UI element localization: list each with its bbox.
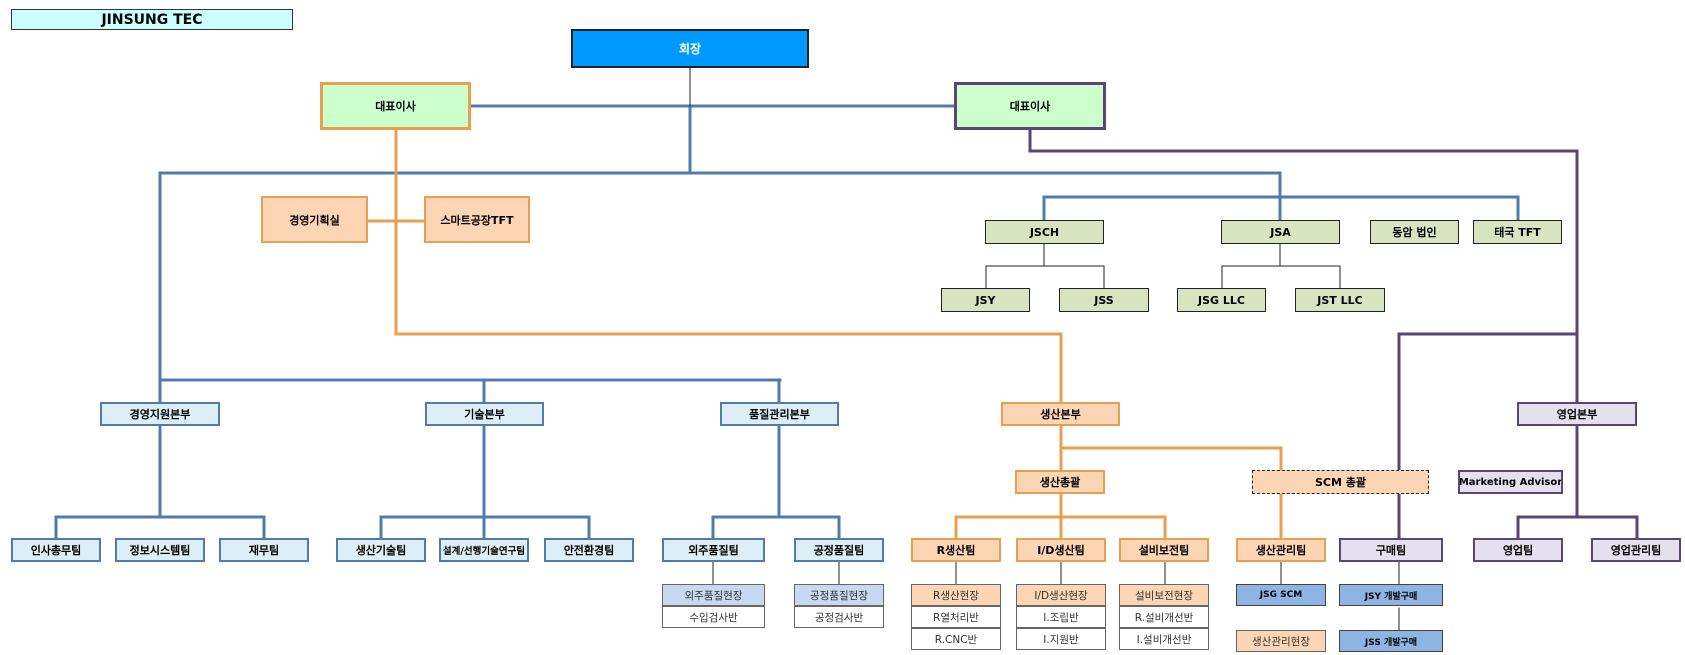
jss-dev-purchase-box: JSS 개발구매 <box>1339 630 1443 652</box>
jsg-llc-box: JSG LLC <box>1177 288 1266 312</box>
line-ceo-left-trunk <box>394 128 1063 404</box>
jss-box: JSS <box>1059 288 1149 312</box>
marketing-advisor-box: Marketing Advisor <box>1458 470 1563 494</box>
info-sys-team-box: 정보시스템팀 <box>115 538 205 562</box>
finance-team-box: 재무팀 <box>219 538 309 562</box>
line-jsch-children <box>985 243 1105 289</box>
line-prod-scm-bar <box>1059 446 1283 472</box>
id-support-box: I.지원반 <box>1016 628 1106 650</box>
outsource-quality-team-box: 외주품질팀 <box>662 538 765 562</box>
mgmt-planning-box: 경영기획실 <box>261 196 368 243</box>
ceo-right-box: 대표이사 <box>954 82 1106 130</box>
hr-team-box: 인사총무팀 <box>11 538 101 562</box>
r-cnc-box: R.CNC반 <box>911 628 1001 650</box>
tech-hq-box: 기술본부 <box>425 402 544 426</box>
id-assembly-box: I.조립반 <box>1016 606 1106 628</box>
design-team-box: 설계/선행기술연구팀 <box>439 538 529 562</box>
ceo-left-box: 대표이사 <box>320 82 471 130</box>
jst-llc-box: JST LLC <box>1295 288 1385 312</box>
jsy-box: JSY <box>941 288 1030 312</box>
prod-tech-team-box: 생산기술팀 <box>336 538 426 562</box>
jsch-box: JSCH <box>985 220 1104 244</box>
quality-hq-box: 품질관리본부 <box>720 402 839 426</box>
line-purchase-branch <box>1397 332 1579 540</box>
id-field-box: I/D생산현장 <box>1016 584 1106 606</box>
process-field-box: 공정품질현장 <box>794 584 884 606</box>
jsy-dev-purchase-box: JSY 개발구매 <box>1339 584 1443 606</box>
sales-team-box: 영업팀 <box>1473 538 1563 562</box>
line-jsa-children <box>1221 243 1341 289</box>
thai-tft-box: 태국 TFT <box>1473 220 1562 244</box>
jsa-box: JSA <box>1221 220 1340 244</box>
prod-mgmt-field-box: 생산관리현장 <box>1236 630 1326 652</box>
outsource-field-box: 외주품질현장 <box>662 584 765 606</box>
jsg-scm-box: JSG SCM <box>1236 584 1326 606</box>
line-ceo-right-trunk <box>1028 128 1579 404</box>
smart-factory-box: 스마트공장TFT <box>424 196 530 243</box>
process-quality-team-box: 공정품질팀 <box>794 538 884 562</box>
incoming-inspection-box: 수입검사반 <box>662 606 765 628</box>
id-prod-team-box: I/D생산팀 <box>1016 538 1106 562</box>
purchase-team-box: 구매팀 <box>1339 538 1443 562</box>
r-prod-team-box: R생산팀 <box>911 538 1001 562</box>
sales-hq-box: 영업본부 <box>1517 402 1637 426</box>
chairman-box: 회장 <box>571 29 809 68</box>
dongam-box: 동암 법인 <box>1370 220 1459 244</box>
safety-team-box: 안전환경팀 <box>544 538 634 562</box>
r-field-box: R생산현장 <box>911 584 1001 606</box>
process-inspection-box: 공정검사반 <box>794 606 884 628</box>
company-title: JINSUNG TEC <box>11 9 293 30</box>
facility-team-box: 설비보전팀 <box>1119 538 1209 562</box>
mgmt-support-hq-box: 경영지원본부 <box>100 402 220 426</box>
facility-field-box: 설비보전현장 <box>1119 584 1209 606</box>
prod-mgmt-team-box: 생산관리팀 <box>1236 538 1326 562</box>
production-general-box: 생산총괄 <box>1015 470 1105 494</box>
i-facility-box: I.설비개선반 <box>1119 628 1209 650</box>
sales-mgmt-team-box: 영업관리팀 <box>1591 538 1681 562</box>
r-facility-box: R.설비개선반 <box>1119 606 1209 628</box>
scm-general-box: SCM 총괄 <box>1252 470 1429 494</box>
production-hq-box: 생산본부 <box>1001 402 1120 426</box>
r-heat-box: R열처리반 <box>911 606 1001 628</box>
